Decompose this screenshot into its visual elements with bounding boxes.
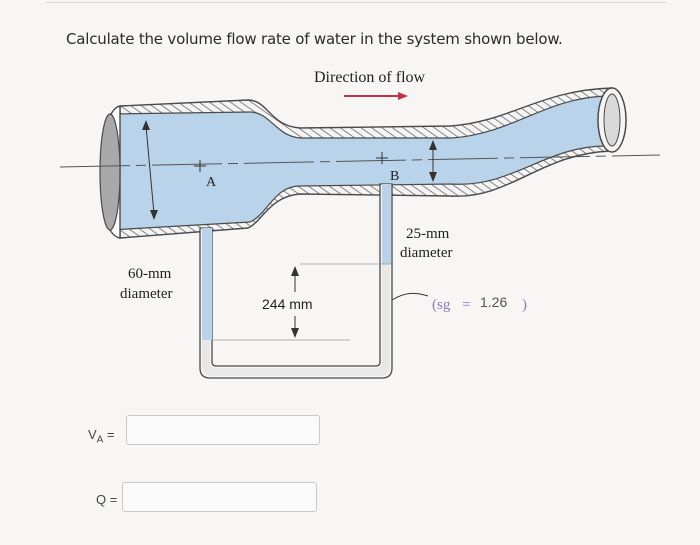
fluid-prefix: (sg xyxy=(432,297,451,313)
fluid-sg-value: 1.26 xyxy=(480,294,507,310)
height-dimension xyxy=(291,266,299,338)
va-input[interactable] xyxy=(126,415,320,445)
flow-arrow xyxy=(344,92,408,100)
large-diameter-dimension xyxy=(142,120,158,220)
point-b-label: B xyxy=(390,169,399,184)
point-a-marker xyxy=(194,160,206,172)
pipe-left-opening xyxy=(99,113,121,231)
manometer-tube xyxy=(199,183,393,379)
height-label: 244 mm xyxy=(262,296,313,312)
point-b-marker xyxy=(376,152,388,164)
question-text: Calculate the volume flow rate of water … xyxy=(66,30,563,48)
small-diameter-value: 25-mm xyxy=(406,226,450,242)
fluid-suffix: ) xyxy=(522,297,527,313)
flow-direction-label: Direction of flow xyxy=(314,69,426,86)
va-label: VA = xyxy=(88,427,115,446)
q-label: Q = xyxy=(96,492,118,507)
fluid-equals: = xyxy=(462,297,470,313)
pipe-water xyxy=(109,95,607,231)
top-divider xyxy=(46,2,666,3)
manometer-water-left xyxy=(202,228,212,340)
small-diameter-dimension xyxy=(429,140,437,182)
large-diameter-word: diameter xyxy=(120,286,172,302)
fluid-leader-line xyxy=(391,292,429,301)
small-diameter-word: diameter xyxy=(400,245,452,261)
manometer-fluid xyxy=(202,264,390,376)
large-diameter-value: 60-mm xyxy=(128,266,172,282)
pipe-centerline xyxy=(59,154,661,168)
manometer-water-right xyxy=(382,184,391,264)
q-input[interactable] xyxy=(122,482,317,512)
point-a-label: A xyxy=(206,175,217,190)
